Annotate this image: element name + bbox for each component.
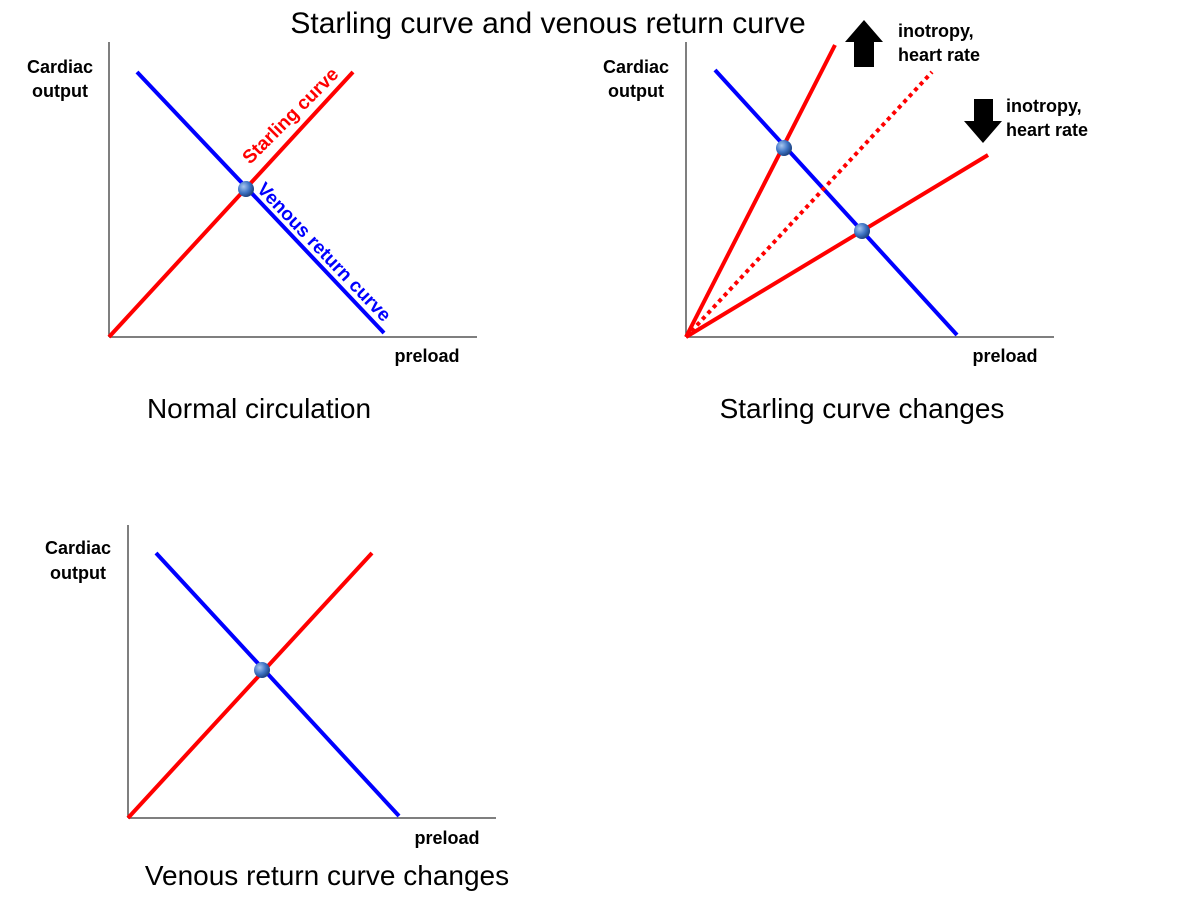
x-axis-label: preload [414,828,479,848]
starling-curve-decreased [684,153,990,339]
panel-caption: Normal circulation [147,393,371,424]
equilibrium-point [254,662,270,678]
equilibrium-point-high [776,140,792,156]
x-axis-label: preload [972,346,1037,366]
starling-curve-label: Starling curve [239,64,344,169]
x-axis-label: preload [394,346,459,366]
starling-curve-increased [684,44,837,338]
decrease-label-line1: inotropy, [1006,96,1082,116]
starling-curve [126,551,374,820]
increase-label-line2: heart rate [898,45,980,65]
equilibrium-point [238,181,254,197]
decrease-label-line2: heart rate [1006,120,1088,140]
y-axis-label-line2: output [32,81,88,101]
y-axis-label-line2: output [50,563,106,583]
venous-return-curve [154,551,401,818]
arrow-up-icon [845,20,883,67]
increase-label-line1: inotropy, [898,21,974,41]
equilibrium-point-low [854,223,870,239]
y-axis-label-line1: Cardiac [603,57,669,77]
panel-venous-return-curve-changes: Cardiac output preload Venous return cur… [45,525,509,891]
y-axis-label-line2: output [608,81,664,101]
starling-curve [107,70,355,339]
panel-caption: Starling curve changes [720,393,1005,424]
y-axis-label-line1: Cardiac [27,57,93,77]
panel-caption: Venous return curve changes [145,860,509,891]
arrow-down-icon [964,99,1002,143]
venous-return-curve [135,70,386,335]
venous-return-curve [713,68,959,337]
venous-return-curve-label: Venous return curve [252,179,394,326]
panel-normal-circulation: Cardiac output preload Starling curve Ve… [27,42,477,424]
panel-starling-curve-changes: Cardiac output preload inotropy, heart r… [603,20,1088,424]
y-axis-label-line1: Cardiac [45,538,111,558]
starling-curve-normal-dotted [684,70,934,339]
figure-title: Starling curve and venous return curve [290,7,805,40]
